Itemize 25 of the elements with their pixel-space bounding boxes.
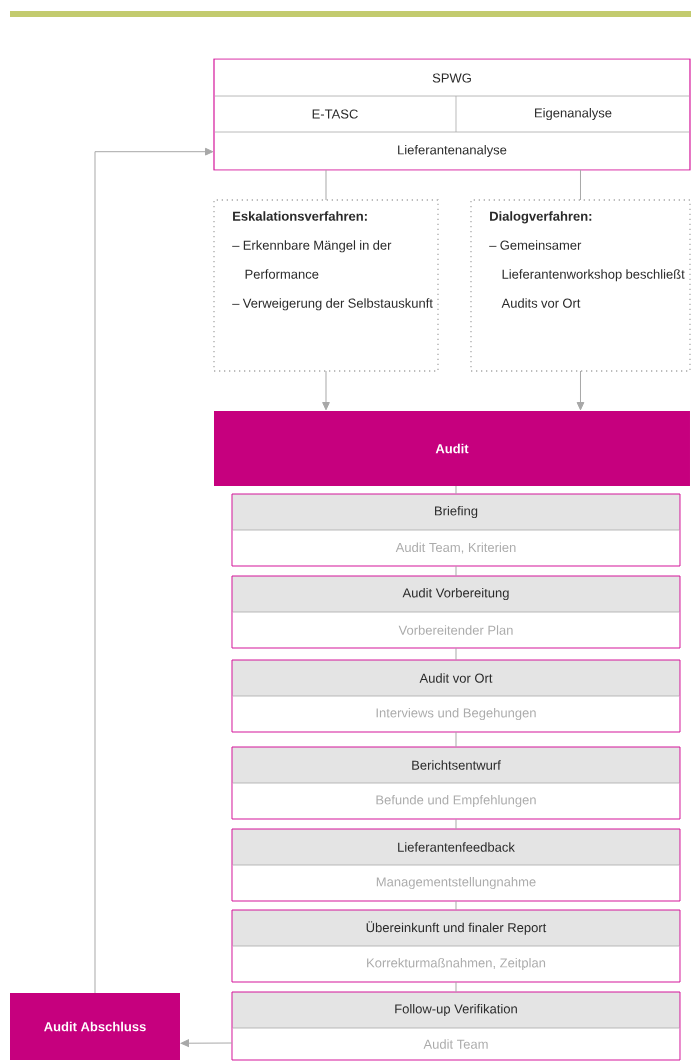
- analysis-table: SPWG E-TASC Eigenanalyse Lieferantenanalyse: [213, 58, 691, 171]
- process-box: Briefing Audit Team, Kriterien: [231, 493, 681, 567]
- connector-line: [455, 485, 457, 495]
- process-box: Audit vor Ort Interviews und Begehungen: [231, 659, 681, 733]
- arrow: [322, 370, 330, 411]
- arrow: [180, 1039, 233, 1048]
- arrow: [576, 370, 585, 411]
- connector-line: [455, 981, 457, 993]
- connector-line: [580, 169, 581, 201]
- note-box: Dialogverfahren: – Gemeinsamer Lieferantenworkshop beschließt Audits vor Ort: [470, 199, 691, 372]
- note-box: Eskalationsverfahren: – Erkennbare Mängel in der Performance – Verweigerung der Selbstauskunft: [213, 199, 439, 372]
- connector-line: [455, 565, 457, 577]
- connector-line: [455, 731, 457, 748]
- stage-band: Audit: [214, 411, 690, 486]
- stage-band: Audit Abschluss: [10, 993, 180, 1060]
- process-box: Übereinkunft und finaler Report Korrekturmaßnahmen, Zeitplan: [231, 909, 681, 983]
- connector-line: [455, 818, 457, 830]
- process-box: Follow-up Verifikation Audit Team: [231, 991, 681, 1061]
- connector-line: [325, 169, 327, 201]
- process-box: Berichtsentwurf Befunde und Empfehlungen: [231, 746, 681, 820]
- connector-line: [455, 900, 457, 911]
- process-box: Lieferantenfeedback Managementstellungnahme: [231, 828, 681, 902]
- arrow: [94, 147, 214, 994]
- process-box: Audit Vorbereitung Vorbereitender Plan: [231, 575, 681, 649]
- connector-line: [455, 647, 457, 661]
